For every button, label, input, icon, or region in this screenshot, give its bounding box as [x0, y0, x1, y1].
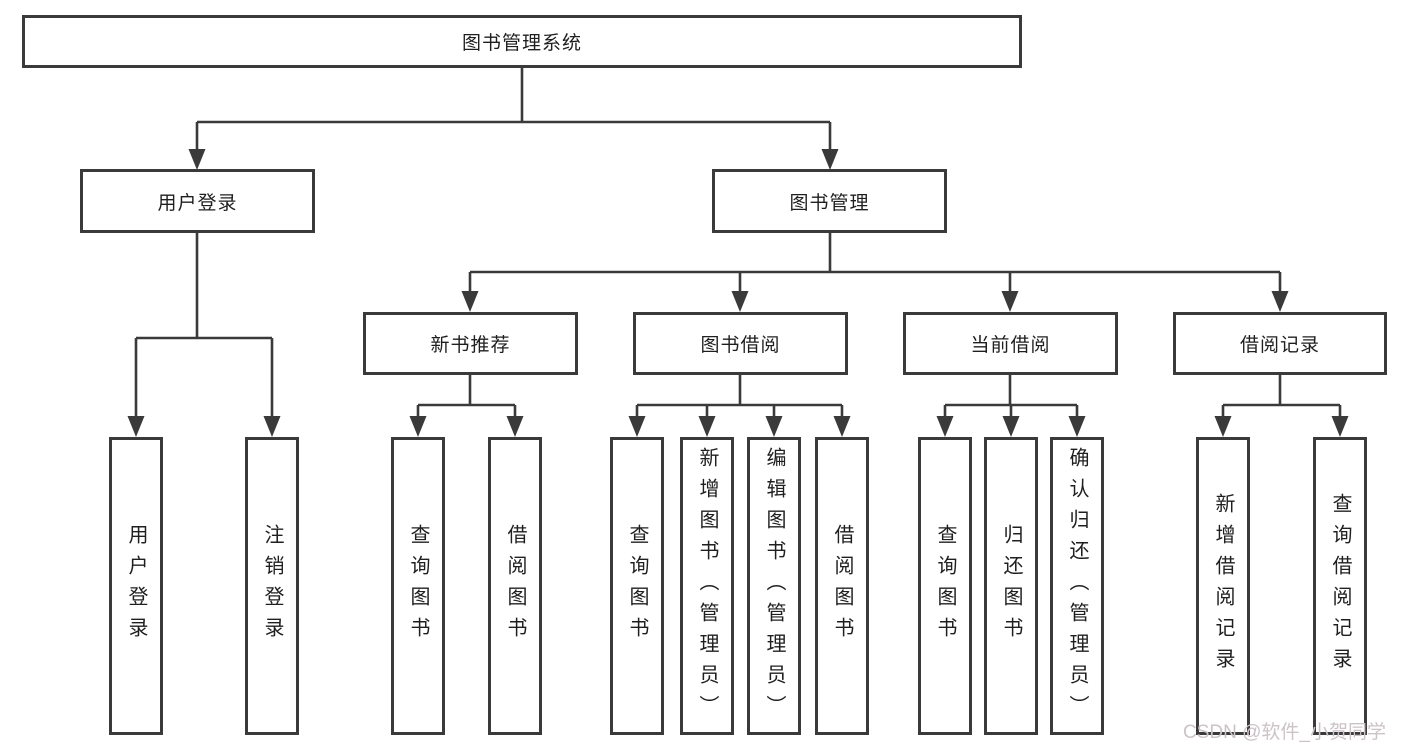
node-current-borrow: 当前借阅 [903, 312, 1118, 375]
node-book-management: 图书管理 [712, 169, 947, 233]
node-leaf-edit-book-admin: 编辑图书（管理员） [747, 437, 801, 735]
node-leaf-query-books-borrow: 查询图书 [610, 437, 664, 735]
node-leaf-query-borrow-record: 查询借阅记录 [1313, 437, 1367, 735]
node-leaf-return-books: 归还图书 [984, 437, 1038, 735]
node-user-login: 用户登录 [80, 169, 315, 233]
tree-edges [134, 68, 1342, 419]
node-new-book-recommend: 新书推荐 [363, 312, 578, 375]
node-leaf-confirm-return-admin: 确认归还（管理员） [1050, 437, 1104, 735]
node-leaf-add-book-admin: 新增图书（管理员） [680, 437, 734, 735]
node-leaf-borrow-books-recommend: 借阅图书 [488, 437, 542, 735]
node-borrow-records: 借阅记录 [1173, 312, 1387, 375]
node-leaf-logout: 注销登录 [245, 437, 299, 735]
node-leaf-query-books-current: 查询图书 [918, 437, 972, 735]
node-library-management-system: 图书管理系统 [22, 15, 1022, 68]
csdn-watermark: CSDN @软件_小贺同学 [1183, 722, 1386, 743]
node-leaf-borrow-books: 借阅图书 [815, 437, 869, 735]
node-leaf-add-borrow-record: 新增借阅记录 [1196, 437, 1250, 735]
node-leaf-query-books-recommend: 查询图书 [391, 437, 445, 735]
node-leaf-user-login: 用户登录 [109, 437, 163, 735]
node-book-borrow: 图书借阅 [633, 312, 848, 375]
arrowhead-icons [127, 149, 1349, 437]
